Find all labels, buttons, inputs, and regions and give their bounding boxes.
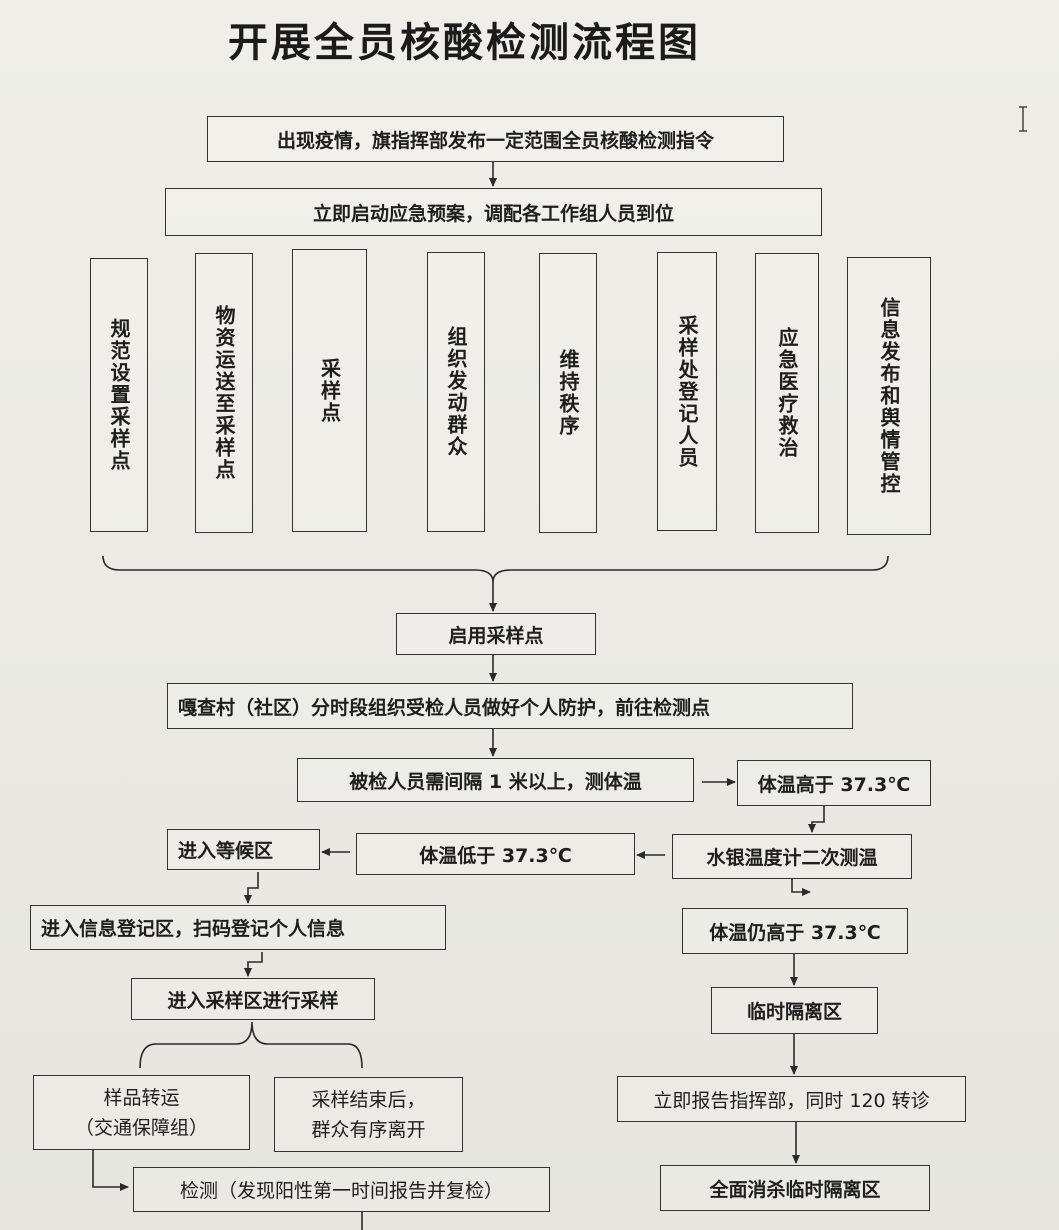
leave-line1: 采样结束后， [311,1088,426,1111]
group-box-sampling-setup: 规范设置采样点 [90,258,148,532]
test-text: 检测（发现阳性第一时间报告并复检） [179,1180,503,1202]
still-high-box: 体温仍高于 37.3℃ [682,908,908,954]
brace-groups [102,555,889,583]
temp-high-text: 体温高于 37.3℃ [757,773,911,796]
group-label: 采样处登记人员 [675,314,699,469]
sampling-box: 进入采样区进行采样 [131,978,375,1020]
group-label: 物资运送至采样点 [212,305,236,481]
arrow-waiting-to-register [244,872,259,904]
plan-text: 立即启动应急预案，调配各工作组人员到位 [312,202,674,225]
register-box: 进入信息登记区，扫码登记个人信息 [30,905,446,950]
text-cursor-icon [1019,106,1027,132]
recheck-text: 水银温度计二次测温 [706,847,878,869]
group-label: 应急医疗救治 [775,327,799,459]
waiting-box: 进入等候区 [167,829,320,870]
enable-text: 启用采样点 [448,624,544,647]
group-box-registration: 采样处登记人员 [657,252,717,531]
recheck-box: 水银温度计二次测温 [672,834,912,879]
flowchart-title: 开展全员核酸检测流程图 [228,20,701,66]
order-box: 出现疫情，旗指挥部发布一定范围全员核酸检测指令 [207,116,784,162]
still-high-text: 体温仍高于 37.3℃ [709,921,881,944]
report-box: 立即报告指挥部，同时 120 转诊 [617,1076,966,1122]
disinfect-text: 全面消杀临时隔离区 [709,1178,881,1201]
temp-check-box: 被检人员需间隔 1 米以上，测体温 [297,758,694,802]
temp-high-box: 体温高于 37.3℃ [737,760,931,806]
disinfect-box: 全面消杀临时隔离区 [660,1165,930,1211]
temp-low-box: 体温低于 37.3℃ [356,833,635,875]
group-label: 规范设置采样点 [107,318,131,472]
group-label: 组织发动群众 [444,326,468,458]
organize-box: 嘎查村（社区）分时段组织受检人员做好个人防护，前往检测点 [167,683,853,729]
group-box-mobilize: 组织发动群众 [427,252,485,532]
leave-box: 采样结束后， 群众有序离开 [274,1077,463,1152]
group-label: 维持秩序 [556,349,580,437]
sampling-text: 进入采样区进行采样 [167,989,339,1012]
isolation-box: 临时隔离区 [711,987,878,1034]
arrow-transport-to-test [92,1150,129,1191]
test-box: 检测（发现阳性第一时间报告并复检） [133,1167,550,1212]
group-label: 采样点 [317,357,342,424]
waiting-text: 进入等候区 [178,840,274,862]
group-box-order: 维持秩序 [539,253,597,533]
isolation-text: 临时隔离区 [746,1001,842,1023]
temp-check-text: 被检人员需间隔 1 米以上，测体温 [349,770,642,793]
organize-text: 嘎查村（社区）分时段组织受检人员做好个人防护，前往检测点 [178,696,711,719]
group-box-supplies: 物资运送至采样点 [195,253,253,533]
group-box-sampling-point: 采样点 [292,249,367,532]
arrow-recheck-to-stillhigh [791,879,811,896]
transport-line2: （交通保障组） [74,1116,208,1139]
group-box-info-release: 信息发布和舆情管控 [847,257,931,535]
register-text: 进入信息登记区，扫码登记个人信息 [41,918,346,940]
order-text: 出现疫情，旗指挥部发布一定范围全员核酸检测指令 [276,129,714,152]
transport-line1: 样品转运 [103,1086,180,1109]
temp-low-text: 体温低于 37.3℃ [419,844,572,867]
arrow-high-to-recheck [808,806,825,833]
brace-sampling-split [139,1021,363,1069]
group-box-medical: 应急医疗救治 [755,253,819,533]
report-text: 立即报告指挥部，同时 120 转诊 [653,1089,930,1112]
enable-box: 启用采样点 [396,613,596,655]
plan-box: 立即启动应急预案，调配各工作组人员到位 [165,188,822,236]
group-label: 信息发布和舆情管控 [877,297,901,495]
transport-box: 样品转运 （交通保障组） [33,1075,250,1150]
leave-line2: 群众有序离开 [311,1118,426,1141]
arrow-register-to-sampling [244,952,263,977]
